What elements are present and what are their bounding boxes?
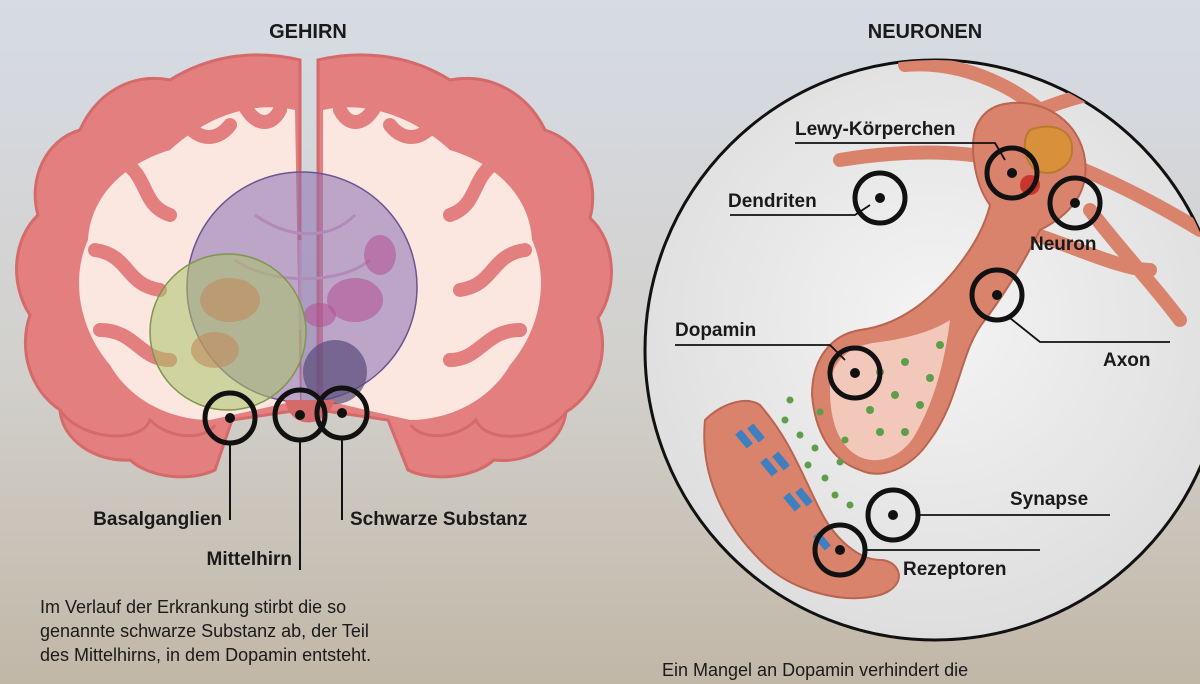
label-dopamin: Dopamin [675,320,756,341]
neurons-caption: Ein Mangel an Dopamin verhindert die [662,660,968,680]
label-basalganglien: Basalganglien [93,509,222,530]
label-synapse: Synapse [1010,489,1088,510]
marker-dot-lewy [1007,168,1017,178]
label-neuron: Neuron [1030,234,1097,255]
label-rezeptoren: Rezeptoren [903,559,1006,580]
brain-caption-line-1: Im Verlauf der Erkrankung stirbt die so [40,597,346,617]
putamen-blob [200,278,260,322]
marker-dot-dendriten [875,193,885,203]
marker-dot-neuron [1070,198,1080,208]
label-mittelhirn: Mittelhirn [207,549,293,570]
label-lewy: Lewy-Körperchen [795,119,955,140]
marker-dot-dopamin [850,368,860,378]
thalamus-blob-3 [364,235,396,275]
label-axon: Axon [1103,350,1151,371]
neurons-title: NEURONEN [868,21,982,43]
brain-caption-line-3: des Mittelhirns, in dem Dopamin entsteht… [40,645,371,665]
brain-title: GEHIRN [269,21,347,43]
marker-dot-axon [992,290,1002,300]
lewy-body [1025,127,1072,173]
globus-blob [191,332,239,368]
marker-dot-mittelhirn [295,410,305,420]
marker-dot-synapse [888,510,898,520]
brain-caption-line-2: genannte schwarze Substanz ab, der Teil [40,621,369,641]
marker-dot-schwarze-substanz [337,408,347,418]
marker-dot-rezeptoren [835,545,845,555]
basal-ganglia-region [150,254,306,410]
thalamus-blob-2 [304,303,336,327]
label-dendriten: Dendriten [728,191,817,212]
label-schwarze-substanz: Schwarze Substanz [350,509,527,530]
marker-dot-basalganglien [225,413,235,423]
